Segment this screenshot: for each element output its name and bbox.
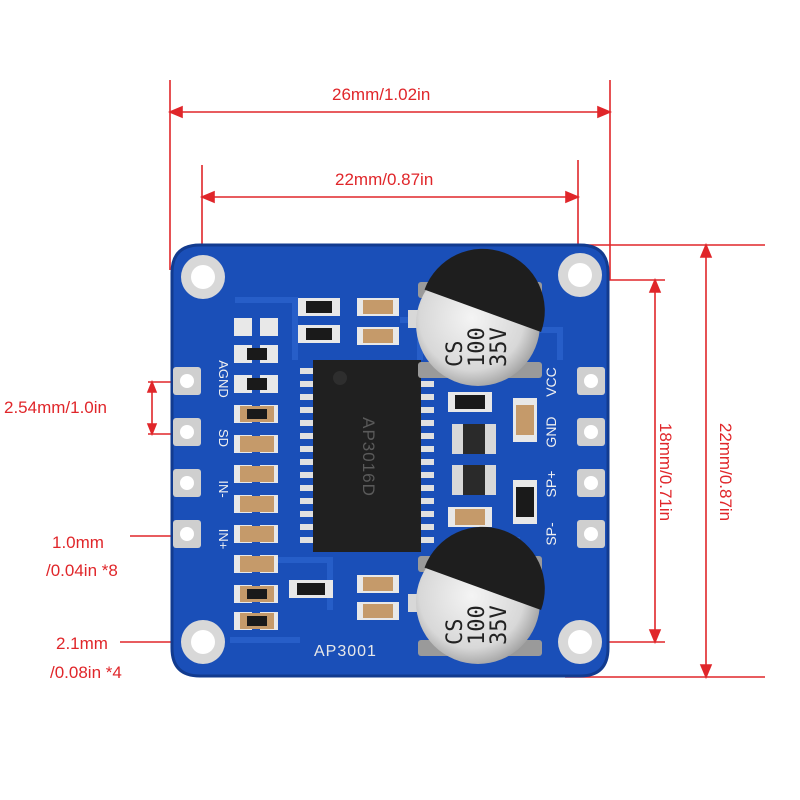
capacitor-top	[416, 248, 545, 386]
chip-label: AP3016D	[359, 417, 378, 497]
smd-components	[234, 298, 537, 630]
ic-chip	[300, 360, 434, 552]
overall-height-label: 22mm/0.87in	[716, 422, 735, 522]
cap-top-voltage: 35V	[487, 327, 512, 367]
overall-width-label: 26mm/1.02in	[332, 85, 431, 104]
mount-hole-label-2: /0.08in *4	[50, 663, 122, 682]
hole-spacing-height-label: 18mm/0.71in	[656, 422, 675, 522]
left-pin-agnd: AGND	[216, 360, 231, 398]
board-label: AP3001	[314, 643, 377, 660]
mount-hole-label-1: 2.1mm	[56, 634, 108, 653]
cap-bottom-brand: CS	[443, 618, 468, 646]
cap-bottom-text: 35V 100 CS	[441, 561, 512, 646]
cap-top-value: 100	[465, 327, 490, 367]
right-pin-gnd: GND	[543, 416, 559, 448]
pin-pads	[173, 367, 605, 548]
cap-top-text: 35V 100 CS	[441, 283, 512, 368]
capacitor-bottom	[416, 526, 545, 664]
pin-pitch-label: 2.54mm/1.0in	[4, 398, 107, 417]
right-pin-sp-plus: SP+	[543, 470, 559, 498]
pin-hole-label-1: 1.0mm	[52, 533, 104, 552]
left-pin-in-minus: IN-	[216, 480, 231, 498]
left-pin-in-plus: IN+	[216, 528, 231, 550]
cap-bottom-value: 100	[465, 605, 490, 645]
pin-hole-label-2: /0.04in *8	[46, 561, 118, 580]
hole-spacing-width-label: 22mm/0.87in	[335, 170, 434, 189]
dimension-lines	[120, 80, 765, 680]
left-pin-sd: SD	[216, 428, 231, 448]
right-pin-vcc: VCC	[543, 367, 559, 397]
cap-top-brand: CS	[443, 340, 468, 368]
mount-holes	[181, 253, 602, 664]
right-pin-sp-minus: SP-	[543, 522, 559, 546]
cap-bottom-voltage: 35V	[487, 605, 512, 645]
